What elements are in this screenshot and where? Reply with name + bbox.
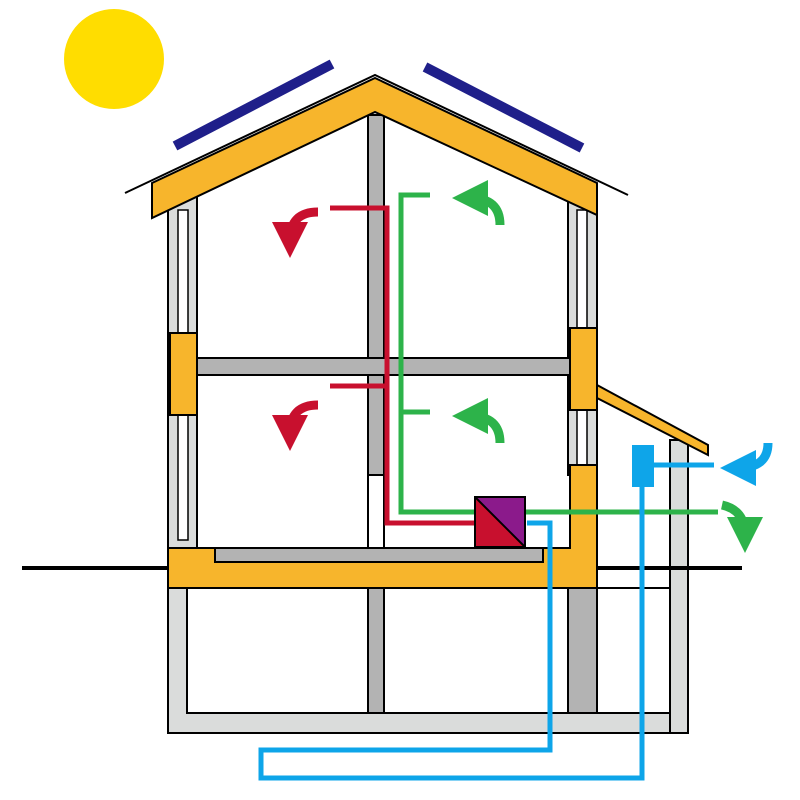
ground-heat-exchanger-pipe <box>258 487 645 781</box>
sun <box>64 9 164 109</box>
outflow-arrow-icon <box>720 500 763 553</box>
solar-panel-left <box>172 59 335 151</box>
annex-wall <box>669 439 689 734</box>
basement-center-column <box>367 587 385 714</box>
intake-arrow-icon <box>720 442 773 486</box>
solar-panel-right <box>422 62 585 153</box>
roof-outline <box>124 73 629 196</box>
right-wall-block <box>569 327 598 411</box>
central-post <box>367 114 385 476</box>
supply-duct <box>398 192 475 515</box>
basement-right-column <box>567 587 598 714</box>
heat-recovery-unit <box>474 496 526 548</box>
supply-arrow-lower-icon <box>452 398 505 444</box>
left-wall-block <box>169 332 198 416</box>
exhaust-arrow-lower-icon <box>272 400 319 451</box>
air-intake-box <box>632 445 654 487</box>
supply-arrow-upper-icon <box>452 180 505 226</box>
exhaust-arrow-upper-icon <box>272 207 319 258</box>
exhaust-duct <box>330 205 475 526</box>
upper-floor-slab <box>184 357 579 376</box>
ground-floor-slab <box>214 547 544 563</box>
central-post-lower <box>367 474 385 549</box>
roof <box>151 76 598 220</box>
annex-roof <box>596 383 709 457</box>
